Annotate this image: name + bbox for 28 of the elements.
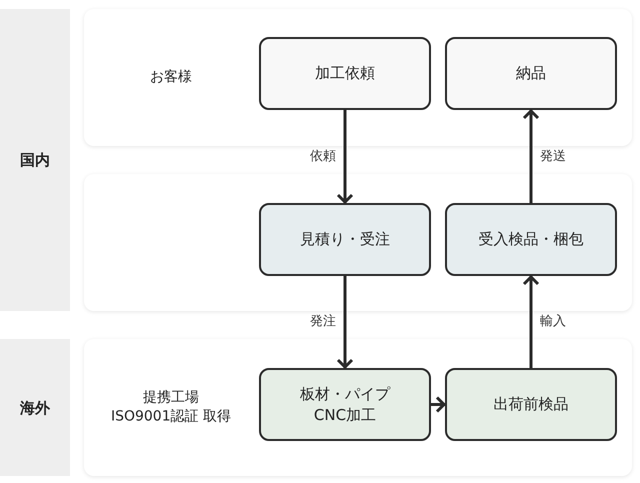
region-label: 国内 xyxy=(20,151,50,169)
step-label: 納品 xyxy=(516,63,546,84)
step-label: 加工依頼 xyxy=(315,63,375,84)
process-box xyxy=(445,203,617,276)
step-label: 見積り・受注 xyxy=(300,229,390,250)
arrow xyxy=(336,110,354,204)
edge-label: 発送 xyxy=(539,148,567,164)
lane-panel xyxy=(84,9,632,146)
arrow xyxy=(336,276,354,368)
lane-panel xyxy=(84,339,632,476)
process-box xyxy=(259,203,431,276)
process-box xyxy=(445,368,617,441)
step-label: 出荷前検品 xyxy=(494,394,568,415)
arrow xyxy=(522,110,540,203)
edge-label: 依頼 xyxy=(309,148,337,164)
region-label: 海外 xyxy=(20,398,50,416)
lane-label: 提携工場 ISO9001認証 取得 xyxy=(110,388,232,426)
edge-label: 発注 xyxy=(309,314,337,330)
step-label: 受入検品・梱包 xyxy=(478,229,584,250)
lane-panel xyxy=(84,174,632,311)
lane-label: お客様 xyxy=(149,68,193,87)
edge-label: 輸入 xyxy=(539,314,567,330)
arrow xyxy=(431,396,446,413)
process-box xyxy=(259,37,431,110)
process-box xyxy=(259,368,431,441)
step-label: 板材・パイプ CNC加工 xyxy=(299,384,392,425)
process-box xyxy=(445,37,617,110)
arrow xyxy=(522,276,540,368)
